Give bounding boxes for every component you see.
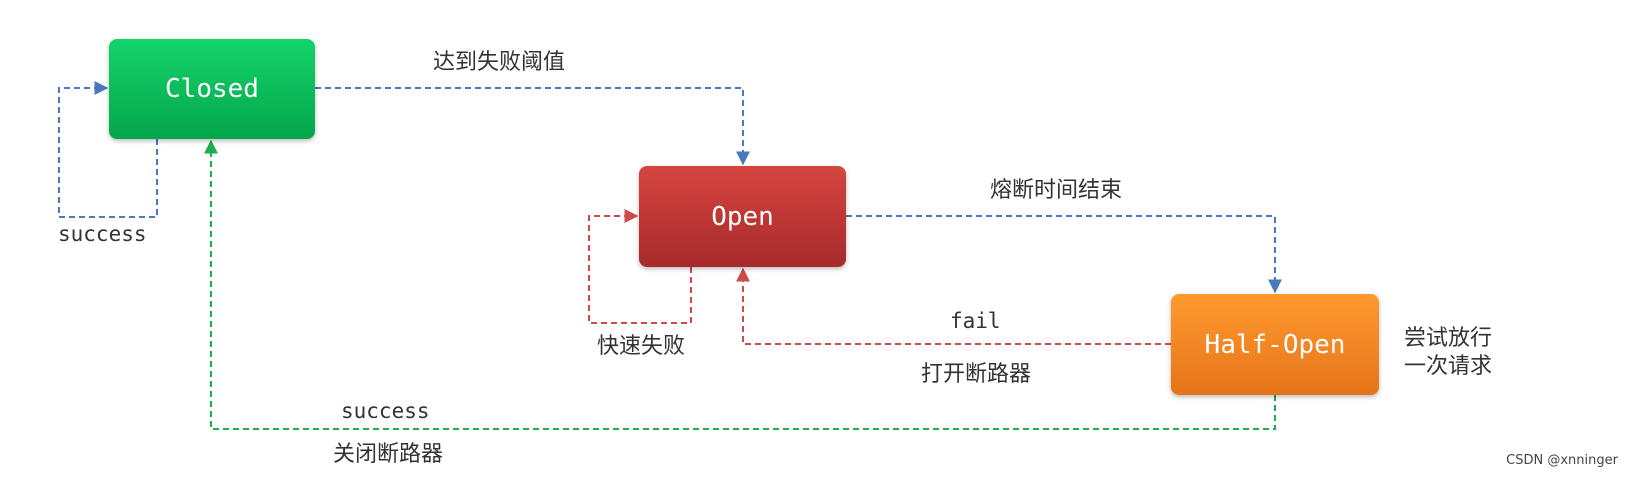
open-state-label: Open [711,201,774,232]
fast-fail-label: 快速失败 [597,334,686,359]
closed-state-label: Closed [165,74,259,104]
open-to-halfopen-edge [846,215,1282,294]
half-open-state-node: Half-Open [1171,294,1379,395]
closed-success-label: success [58,222,147,246]
closed-state-node: Closed [109,39,315,139]
threshold-label: 达到失败阈值 [433,50,566,75]
fail-label: fail [950,309,1001,333]
watermark: CSDN @xnninger [1506,453,1618,468]
half-success-label: success [341,399,430,423]
open-self-loop-edge [588,209,692,324]
try-request-line1: 尝试放行 [1404,326,1493,351]
half-open-state-label: Half-Open [1204,329,1346,360]
open-state-node: Open [639,166,846,267]
halfopen-to-closed-edge [204,139,1276,430]
timeout-label: 熔断时间结束 [990,178,1123,203]
open-breaker-label: 打开断路器 [921,362,1032,387]
try-request-line2: 一次请求 [1404,354,1493,379]
close-breaker-label: 关闭断路器 [333,442,444,467]
closed-to-open-edge [315,87,750,166]
closed-self-loop-edge [58,81,158,218]
halfopen-to-open-edge [736,267,1171,345]
